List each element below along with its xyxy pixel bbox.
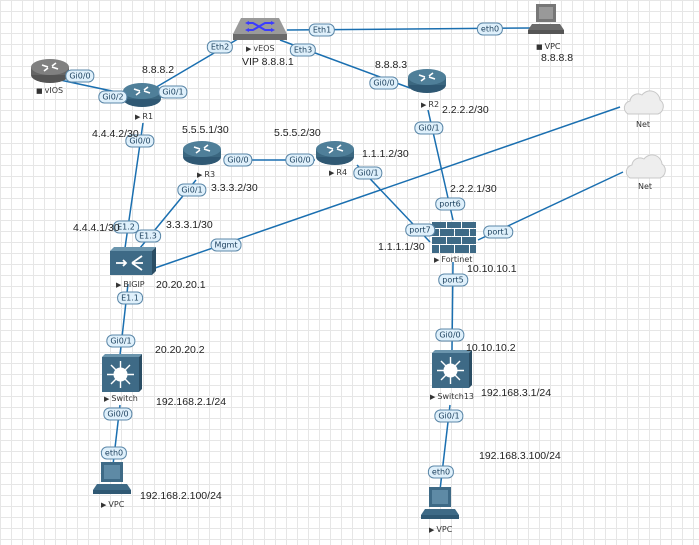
addr-bigip-e12: 4.4.4.1/30 <box>73 222 120 234</box>
stopped-state-icon: ■ <box>536 43 543 51</box>
node-label: Net <box>638 182 653 191</box>
addr-veos-vip: VIP 8.8.8.1 <box>242 56 294 68</box>
port-vpc-right-eth0[interactable]: eth0 <box>427 465 455 479</box>
running-state-icon: ▶ <box>246 45 252 53</box>
port-fortinet-port1[interactable]: port1 <box>483 225 513 239</box>
node-label: ▶VPC <box>101 500 125 509</box>
port-switch13-gi01[interactable]: Gi0/1 <box>434 409 464 423</box>
node-label: ▶vEOS <box>246 44 275 53</box>
addr-r3-gi01: 3.3.3.2/30 <box>211 182 258 194</box>
addr-vpc-left: 192.168.2.100/24 <box>140 490 222 502</box>
load-balancer-icon <box>110 247 156 275</box>
addr-bigip-e13: 3.3.3.1/30 <box>166 219 213 231</box>
router-icon <box>408 69 446 93</box>
port-r1-gi01[interactable]: Gi0/1 <box>158 85 188 99</box>
running-state-icon: ▶ <box>116 281 122 289</box>
port-veos-eth2[interactable]: Eth2 <box>206 40 234 54</box>
pc-icon <box>421 487 459 519</box>
pc-icon <box>93 462 131 494</box>
node-label: ▶R3 <box>197 170 216 179</box>
port-bigip-e12[interactable]: E1.2 <box>113 220 139 234</box>
addr-fortinet-port7: 1.1.1.1/30 <box>378 241 425 253</box>
running-state-icon: ▶ <box>197 171 203 179</box>
port-r4-gi01[interactable]: Gi0/1 <box>353 166 383 180</box>
router-icon <box>31 59 69 83</box>
port-r2-gi01[interactable]: Gi0/1 <box>414 121 444 135</box>
firewall-icon <box>432 222 476 253</box>
port-veos-eth1[interactable]: Eth1 <box>308 23 336 37</box>
cloud-icon <box>625 154 666 179</box>
port-vpc-top-eth0[interactable]: eth0 <box>476 22 504 36</box>
node-label: ▶R1 <box>135 112 154 121</box>
addr-vpc-right: 192.168.3.100/24 <box>479 450 561 462</box>
running-state-icon: ▶ <box>135 113 141 121</box>
running-state-icon: ▶ <box>101 501 107 509</box>
node-label: ■VPC <box>536 42 561 51</box>
router-icon <box>123 83 161 107</box>
running-state-icon: ▶ <box>429 526 435 534</box>
port-switch-gi01[interactable]: Gi0/1 <box>106 334 136 348</box>
running-state-icon: ▶ <box>104 395 110 403</box>
port-r4-gi00[interactable]: Gi0/0 <box>285 153 315 167</box>
node-label: ▶R4 <box>329 168 348 177</box>
port-switch-gi00[interactable]: Gi0/0 <box>103 407 133 421</box>
port-veos-eth3[interactable]: Eth3 <box>289 43 317 57</box>
addr-switch-vlan: 192.168.2.1/24 <box>156 396 227 408</box>
node-label: ▶Switch13 <box>430 392 475 401</box>
port-r3-gi00[interactable]: Gi0/0 <box>223 153 253 167</box>
port-vpc-left-eth0[interactable]: eth0 <box>100 446 128 460</box>
addr-switch13-vlan: 192.168.3.1/24 <box>481 387 552 399</box>
running-state-icon: ▶ <box>430 393 436 401</box>
stopped-state-icon: ■ <box>36 87 43 95</box>
port-vios-gi00[interactable]: Gi0/0 <box>65 69 95 83</box>
addr-switch13-gi00: 10.10.10.2 <box>466 342 516 354</box>
node-label: ■vIOS <box>36 86 64 95</box>
multilayer-switch-icon <box>102 354 142 392</box>
port-bigip-e11[interactable]: E1.1 <box>117 291 143 305</box>
port-r1-gi02[interactable]: Gi0/2 <box>98 90 128 104</box>
port-switch13-gi00[interactable]: Gi0/0 <box>435 328 465 342</box>
node-label: ▶Fortinet <box>434 255 473 264</box>
addr-fortinet-port6: 2.2.2.1/30 <box>450 183 497 195</box>
addr-r2-gi01: 2.2.2.2/30 <box>442 104 489 116</box>
port-r1-gi00[interactable]: Gi0/0 <box>125 134 155 148</box>
node-label: ▶Switch <box>104 394 138 403</box>
router-icon <box>316 141 354 165</box>
port-bigip-e13[interactable]: E1.3 <box>135 229 161 243</box>
node-label: Net <box>636 120 651 129</box>
node-label: ▶BIGIP <box>116 280 145 289</box>
cloud-icon <box>623 90 664 115</box>
running-state-icon: ▶ <box>329 169 335 177</box>
addr-r4-gi00: 5.5.5.2/30 <box>274 127 321 139</box>
addr-bigip-e11: 20.20.20.1 <box>156 279 206 291</box>
addr-r1-gi00: 4.4.4.2/30 <box>92 128 139 140</box>
port-r3-gi01[interactable]: Gi0/1 <box>177 183 207 197</box>
port-bigip-mgmt[interactable]: Mgmt <box>210 238 242 252</box>
pc-icon <box>528 4 564 34</box>
node-label: ▶R2 <box>421 100 440 109</box>
port-fortinet-port5[interactable]: port5 <box>438 273 468 287</box>
addr-r3-gi00: 5.5.5.1/30 <box>182 124 229 136</box>
addr-r1-wan: 8.8.8.2 <box>142 64 175 76</box>
addr-fortinet-port5: 10.10.10.1 <box>467 263 517 275</box>
multilayer-switch-icon <box>432 350 472 388</box>
addr-r4-gi01: 1.1.1.2/30 <box>362 148 409 160</box>
switch-icon <box>233 18 287 40</box>
addr-vpc-top: 8.8.8.8 <box>541 52 574 64</box>
running-state-icon: ▶ <box>434 256 440 264</box>
running-state-icon: ▶ <box>421 101 427 109</box>
addr-r2-wan: 8.8.8.3 <box>375 59 408 71</box>
port-fortinet-port7[interactable]: port7 <box>405 223 435 237</box>
port-fortinet-port6[interactable]: port6 <box>435 197 465 211</box>
node-label: ▶VPC <box>429 525 453 534</box>
addr-switch-gi01: 20.20.20.2 <box>155 344 205 356</box>
port-r2-gi00[interactable]: Gi0/0 <box>369 76 399 90</box>
router-icon <box>183 141 221 165</box>
